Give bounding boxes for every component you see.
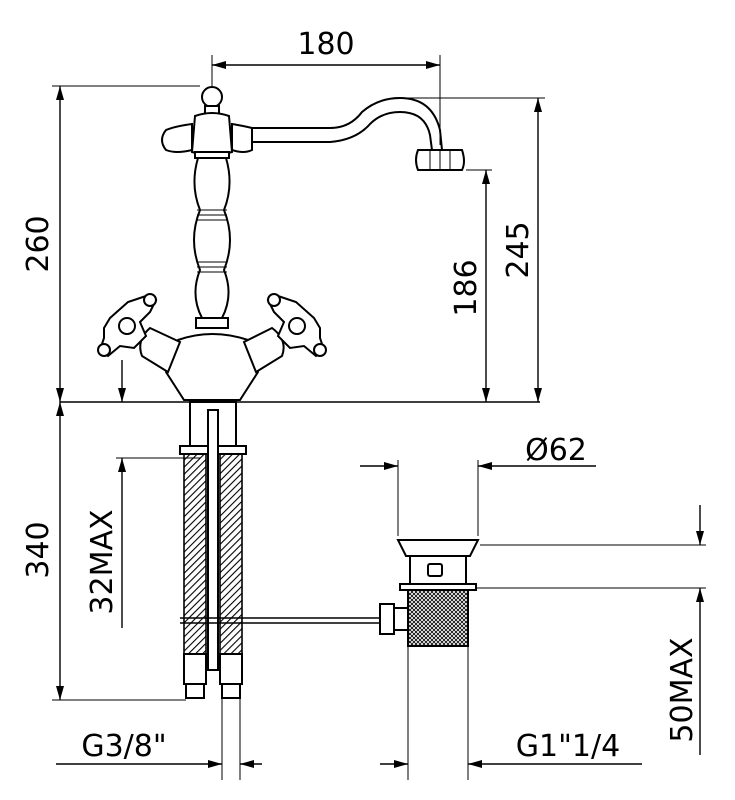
left-cross-handle [97,293,158,358]
dim-label-drain-thread: G1"1/4 [516,729,620,764]
left-hose-nut [183,653,207,685]
dim-label-spout-height: 245 [501,221,536,278]
dim-label-below-deck-length: 340 [21,521,56,578]
dim-inlet-thread: G3/8" [56,698,262,780]
head-left-cap [161,122,193,153]
dim-label-basin-thickness: 50MAX [665,637,700,742]
waste-plug-head [396,539,480,557]
under-deck-assembly [179,401,390,699]
pop-up-waste [379,539,480,647]
tap-body [164,333,260,401]
dim-label-outlet-height: 186 [449,259,484,316]
dim-label-spout-reach: 180 [297,27,354,62]
linkage-clamp [379,603,395,635]
dim-total-height: 260 [21,85,200,402]
right-hose-nut [219,653,243,685]
dim-spout-reach: 180 [211,27,441,145]
spout [251,96,444,151]
head-right-cap [231,122,253,153]
right-hose-thread [221,683,241,699]
dim-deck-thickness: 32MAX [85,360,200,628]
tap-column [193,157,231,319]
waste-threaded-body [407,589,469,647]
linkage-connector [393,607,409,631]
central-rod [207,409,219,671]
dim-label-deck-thickness: 32MAX [85,509,120,614]
dim-label-inlet-thread: G3/8" [81,729,166,764]
dim-drain-thread: G1"1/4 [380,646,642,780]
dim-label-total-height: 260 [21,215,56,272]
mixer-tap [60,86,540,403]
right-flexible-hose [219,453,243,655]
left-flexible-hose [183,453,207,655]
finial-knob [201,86,223,108]
left-hose-thread [185,683,205,699]
dim-spout-height: 245 [402,97,545,402]
tap-head [190,112,234,156]
column-collar [195,317,229,329]
dim-drain-diameter: Ø62 [360,433,596,536]
waste-slot [427,563,443,577]
dim-below-deck-length: 340 [21,402,186,701]
left-handle-arm [139,326,182,374]
right-handle-arm [242,326,285,374]
dim-basin-thickness: 50MAX [476,505,706,755]
right-cross-handle [266,293,327,358]
dim-outlet-height: 186 [449,169,492,402]
dim-label-drain-diameter: Ø62 [525,433,587,468]
